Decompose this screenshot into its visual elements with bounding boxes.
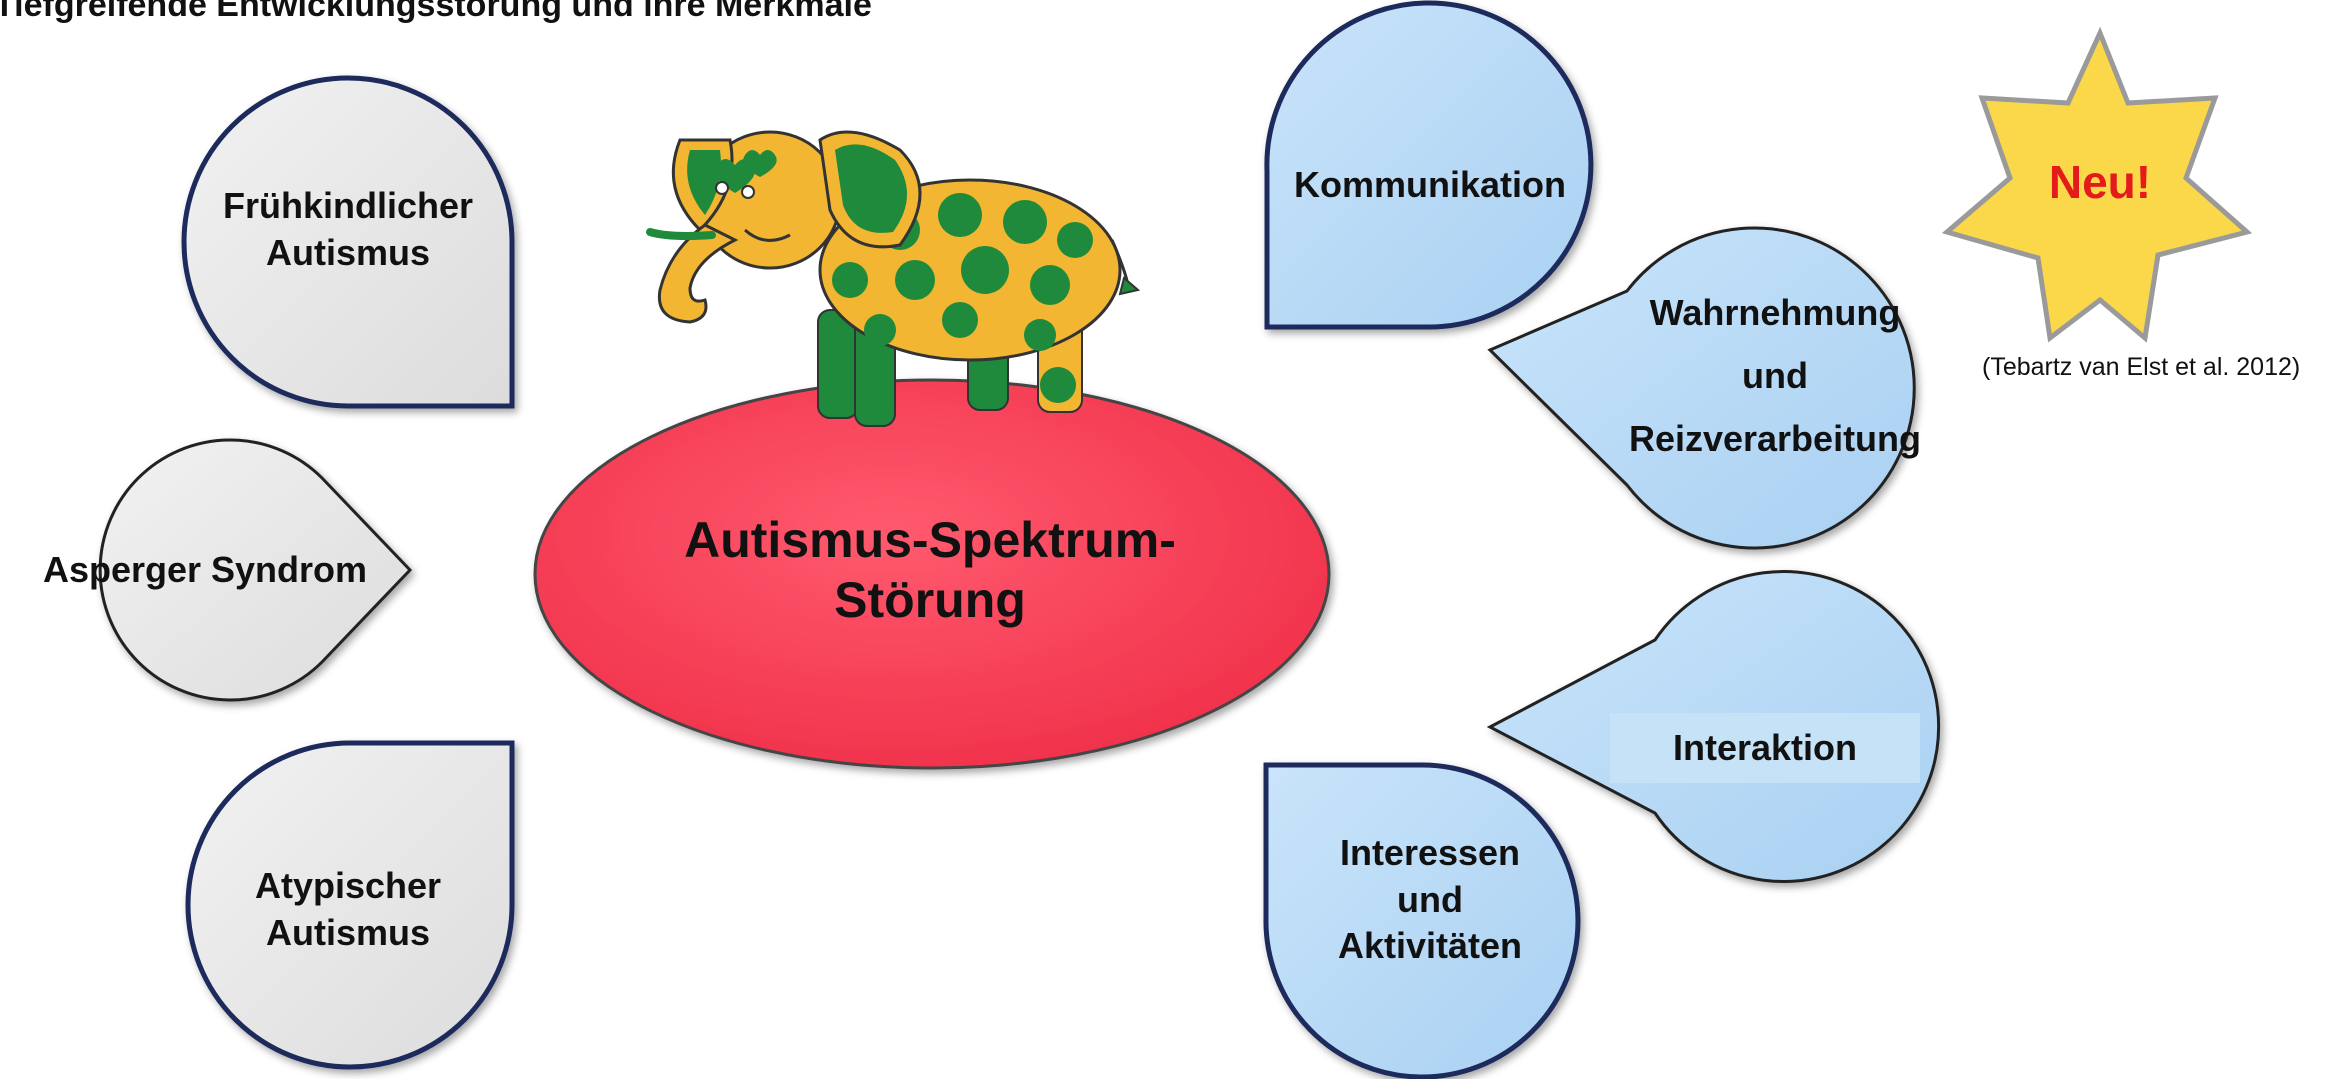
interessen-bubble: [1263, 762, 1581, 1079]
fruehkindlicher-autismus-bubble: [181, 75, 515, 409]
fruehkindlicher-autismus-label: Frühkindlicher Autismus: [178, 160, 518, 300]
neu-badge-text: Neu!: [2048, 156, 2152, 208]
wahrnehmung-line1: Wahrnehmung: [1649, 291, 1901, 333]
elephant-illustration: [646, 130, 1141, 427]
interessen-line2: und: [1397, 878, 1463, 920]
interaktion-label: Interaktion: [1610, 713, 1920, 783]
atypischer-autismus-label: Atypischer Autismus: [178, 840, 518, 980]
center-label-line2: Störung: [834, 572, 1026, 628]
wahrnehmung-line3: Reizverarbeitung: [1628, 417, 1922, 459]
kommunikation-text: Kommunikation: [1293, 163, 1566, 205]
fruehkindlicher-autismus-line2: Autismus: [265, 232, 431, 273]
interessen-line1: Interessen: [1339, 831, 1521, 873]
wahrnehmung-bubble: [1487, 226, 1916, 550]
center-ellipse: [533, 378, 1331, 770]
asperger-syndrom-text: Asperger Syndrom: [42, 548, 368, 590]
interessen-line3: Aktivitäten: [1337, 925, 1523, 967]
diagram-title: Tiefgreifende Entwicklungsstörung und ih…: [0, 0, 872, 24]
citation-text: (Tebartz van Elst et al. 2012): [1982, 353, 2301, 381]
center-label-line1: Autismus-Spektrum-: [684, 512, 1176, 568]
interaktion-text: Interaktion: [1672, 726, 1858, 768]
atypischer-autismus-line1: Atypischer: [254, 865, 442, 907]
neu-star-badge: [1941, 26, 2253, 343]
fruehkindlicher-autismus-line1: Frühkindlicher: [222, 185, 474, 227]
kommunikation-label: Kommunikation: [1270, 150, 1590, 220]
asperger-syndrom-bubble: [98, 438, 413, 702]
wahrnehmung-label: Wahrnehmung und Reizverarbeitung: [1605, 275, 1945, 475]
asperger-syndrom-label: Asperger Syndrom: [20, 535, 390, 605]
atypischer-autismus-line2: Autismus: [265, 912, 431, 953]
atypischer-autismus-bubble: [185, 740, 515, 1070]
interessen-label: Interessen und Aktivitäten: [1270, 820, 1590, 980]
center-label: Autismus-Spektrum- Störung: [560, 510, 1300, 640]
wahrnehmung-line2: und: [1742, 354, 1808, 396]
kommunikation-bubble: [1264, 0, 1594, 330]
